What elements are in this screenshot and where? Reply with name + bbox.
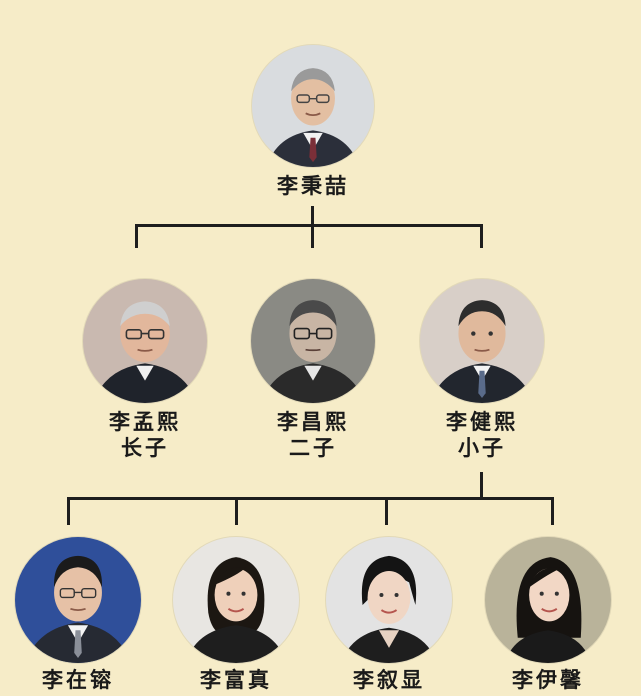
grandchild3-drop-line xyxy=(385,497,388,525)
woman-portrait-icon xyxy=(173,537,299,663)
son3-drop-line xyxy=(480,224,483,248)
grandchild-node-2[interactable]: 李富真 xyxy=(156,537,316,693)
grandchild-node-4[interactable]: 李伊馨 xyxy=(468,537,628,693)
sons-bar-line xyxy=(135,224,483,227)
root-person[interactable]: 李秉喆 xyxy=(233,45,393,199)
son1-drop-line xyxy=(135,224,138,248)
grandchild4-drop-line xyxy=(551,497,554,525)
son-role-1: 长子 xyxy=(121,436,169,460)
grandchild2-drop-line xyxy=(235,497,238,525)
son-name-2: 李昌熙 xyxy=(277,410,349,434)
son-role-3: 小子 xyxy=(458,436,506,460)
grandchild-name-3: 李叙显 xyxy=(353,668,425,692)
grandchild-node-3[interactable]: 李叙显 xyxy=(309,537,469,693)
woman-long-hair-portrait-icon xyxy=(485,537,611,663)
root-stem-line xyxy=(311,206,314,226)
grandchild-node-1[interactable]: 李在镕 xyxy=(0,537,158,693)
man-portrait-icon xyxy=(420,279,544,403)
woman-portrait-icon xyxy=(326,537,452,663)
son-name-3: 李健熙 xyxy=(446,410,518,434)
elderly-man-portrait-icon xyxy=(252,45,374,167)
root-name: 李秉喆 xyxy=(277,174,349,198)
grandchildren-bar-line xyxy=(67,497,554,500)
son-role-2: 二子 xyxy=(289,436,337,460)
man-glasses-portrait-icon xyxy=(83,279,207,403)
son-node-3[interactable]: 李健熙 小子 xyxy=(402,279,562,461)
grandchild-name-4: 李伊馨 xyxy=(512,668,584,692)
son2-drop-line xyxy=(311,224,314,248)
man-glasses-portrait-icon xyxy=(251,279,375,403)
grandchild1-drop-line xyxy=(67,497,70,525)
son-node-2[interactable]: 李昌熙 二子 xyxy=(233,279,393,461)
son-node-1[interactable]: 李孟熙 长子 xyxy=(65,279,225,461)
son3-stem-line xyxy=(480,472,483,500)
man-suit-portrait-icon xyxy=(15,537,141,663)
grandchild-name-2: 李富真 xyxy=(200,668,272,692)
grandchild-name-1: 李在镕 xyxy=(42,668,114,692)
son-name-1: 李孟熙 xyxy=(109,410,181,434)
